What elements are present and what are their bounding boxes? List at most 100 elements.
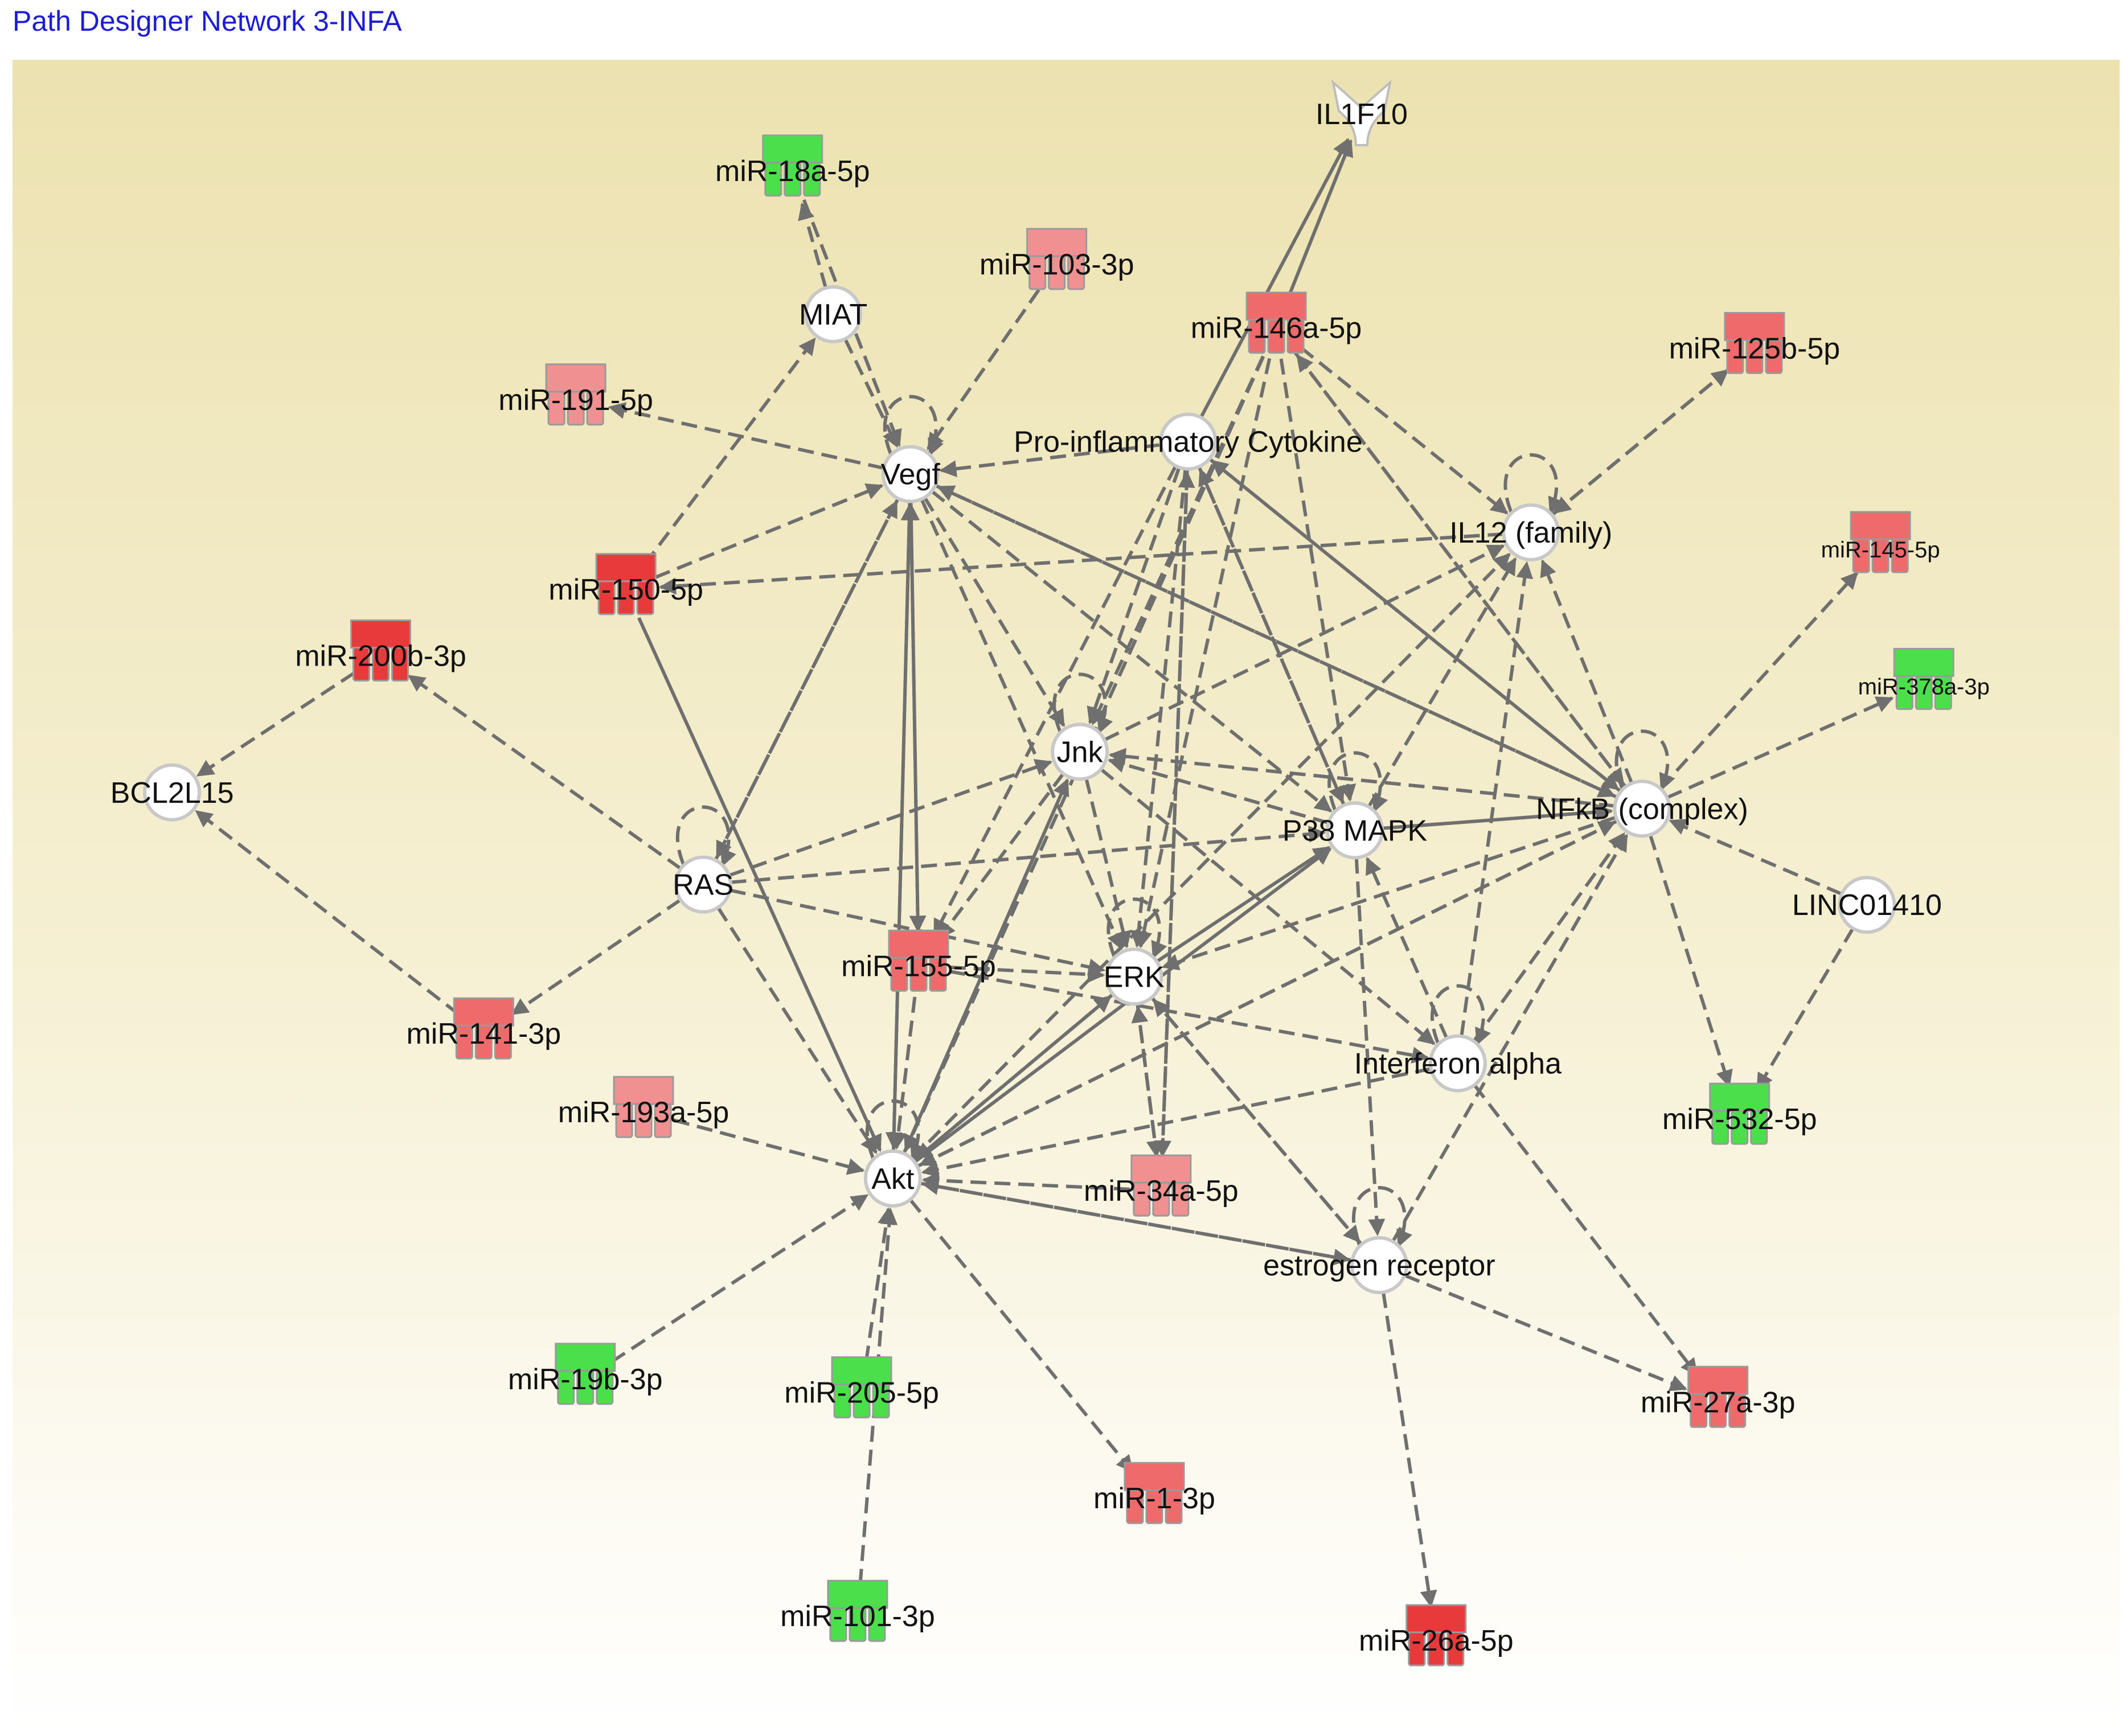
node-il1f10[interactable]: IL1F10 <box>1315 79 1408 146</box>
mirna-node-strand <box>654 1103 672 1138</box>
node-mir-19b-3p[interactable]: miR-19b-3p <box>508 1343 663 1405</box>
node-label: miR-191-5p <box>498 384 653 417</box>
edge-74 <box>915 992 1114 1160</box>
edge-69 <box>913 847 1332 1164</box>
edge-80 <box>949 966 1105 983</box>
mirna-node-strand <box>586 391 604 426</box>
node-p38-mapk[interactable]: P38 MAPK <box>1282 801 1428 860</box>
edge-3 <box>927 289 1040 450</box>
node-label: miR-150-5p <box>548 573 703 606</box>
mirna-node-strand <box>557 1370 575 1405</box>
mirna-node-strand <box>1726 339 1744 374</box>
edge-6 <box>654 483 884 580</box>
node-mir-1-3p[interactable]: miR-1-3p <box>1093 1462 1215 1524</box>
node-jnk[interactable]: Jnk <box>1051 723 1109 781</box>
node-label: P38 MAPK <box>1282 814 1428 847</box>
mirna-node-head <box>1124 1462 1185 1491</box>
node-label: IL1F10 <box>1315 98 1408 131</box>
mirna-node-strand <box>764 162 782 197</box>
mirna-node-strand <box>1267 319 1285 354</box>
mirna-node-strand <box>1048 255 1066 290</box>
node-mir-27a-3p[interactable]: miR-27a-3p <box>1641 1365 1796 1428</box>
mirna-node-head <box>1850 511 1911 540</box>
mirna-node-strand <box>1152 1181 1170 1217</box>
node-miat[interactable]: MIAT <box>799 285 867 343</box>
edge-51 <box>1367 557 1517 808</box>
edge-48 <box>1669 819 1843 896</box>
mirna-node-strand <box>372 646 390 682</box>
node-mir-193a-5p[interactable]: miR-193a-5p <box>558 1076 729 1138</box>
node-mir-155-5p[interactable]: miR-155-5p <box>841 929 996 992</box>
self-loop-1 <box>1503 453 1564 515</box>
node-label: BCL2L15 <box>110 777 234 810</box>
node-label: Jnk <box>1057 736 1104 769</box>
node-label: Pro-inflammatory Cytokine <box>1014 426 1363 459</box>
node-label: estrogen receptor <box>1263 1249 1495 1282</box>
mirna-node-strand <box>1871 538 1890 573</box>
edge-13 <box>1091 355 1265 726</box>
mirna-node-strand <box>1145 1489 1163 1524</box>
edge-28 <box>892 503 918 1151</box>
mirna-node-strand <box>803 162 821 197</box>
edge-44 <box>1108 748 1616 808</box>
node-mir-26a-5p[interactable]: miR-26a-5p <box>1359 1604 1514 1667</box>
node-mir-101-3p[interactable]: miR-101-3p <box>780 1579 935 1642</box>
mirna-node-strand <box>853 1384 871 1419</box>
edge-76 <box>1472 832 1626 1043</box>
node-label: miR-155-5p <box>841 950 996 983</box>
mirna-node-strand <box>1765 339 1783 374</box>
node-label: LINC01410 <box>1792 889 1942 922</box>
edge-45 <box>1161 815 1617 971</box>
edge-18 <box>1553 367 1732 514</box>
mirna-node-strand <box>567 391 585 426</box>
mirna-node-head <box>453 997 514 1027</box>
node-estrogen-receptor[interactable]: estrogen receptor <box>1263 1236 1495 1295</box>
node-mir-378a-3p[interactable]: miR-378a-3p <box>1858 647 1990 710</box>
edge-14 <box>1135 358 1272 949</box>
node-vegf[interactable]: Vegf <box>881 445 941 503</box>
node-label: miR-19b-3p <box>508 1363 663 1396</box>
node-bcl2l15[interactable]: BCL2L15 <box>110 763 234 822</box>
node-mir-205-5p[interactable]: miR-205-5p <box>784 1356 939 1419</box>
mirna-node-strand <box>1711 1110 1729 1145</box>
node-erk[interactable]: ERK <box>1104 947 1165 1006</box>
edge-70 <box>911 553 1511 1160</box>
mirna-node-strand <box>849 1607 867 1642</box>
node-label: miR-18a-5p <box>715 155 870 188</box>
edge-64 <box>1197 466 1345 804</box>
edge-86 <box>1152 999 1363 1246</box>
node-label: miR-146a-5p <box>1191 312 1362 345</box>
mirna-node-strand <box>829 1607 847 1642</box>
circle-node-shape <box>1613 779 1671 838</box>
mirna-node-strand <box>1165 1489 1183 1524</box>
mirna-node-strand <box>1728 1393 1747 1428</box>
mirna-node-strand <box>353 646 371 682</box>
node-mir-125b-5p[interactable]: miR-125b-5p <box>1669 311 1841 374</box>
node-mir-532-5p[interactable]: miR-532-5p <box>1662 1082 1817 1145</box>
edge-37 <box>729 888 1106 976</box>
node-interferon-alpha[interactable]: Interferon alpha <box>1354 1034 1561 1093</box>
node-mir-150-5p[interactable]: miR-150-5p <box>548 553 703 615</box>
node-label: miR-532-5p <box>1662 1103 1817 1136</box>
edge-8 <box>1199 138 1350 418</box>
edge-91 <box>1382 1292 1437 1608</box>
node-akt[interactable]: Akt <box>863 1149 922 1208</box>
node-pro-inflammatory-cytokine[interactable]: Pro-inflammatory Cytokine <box>1014 412 1363 471</box>
node-mir-146a-5p[interactable]: miR-146a-5p <box>1191 292 1362 354</box>
node-mir-34a-5p[interactable]: miR-34a-5p <box>1084 1154 1239 1217</box>
node-nfkb-complex-[interactable]: NFkB (complex) <box>1536 779 1748 838</box>
node-linc01410[interactable]: LINC01410 <box>1792 876 1942 934</box>
node-mir-141-3p[interactable]: miR-141-3p <box>406 997 561 1060</box>
node-mir-103-3p[interactable]: miR-103-3p <box>979 228 1134 290</box>
node-mir-18a-5p[interactable]: miR-18a-5p <box>715 134 870 197</box>
node-mir-191-5p[interactable]: miR-191-5p <box>498 363 653 426</box>
node-mir-145-5p[interactable]: miR-145-5p <box>1821 511 1940 573</box>
circle-node-shape <box>881 445 940 503</box>
node-ras[interactable]: RAS <box>673 855 733 914</box>
node-mir-200b-3p[interactable]: miR-200b-3p <box>295 619 466 682</box>
mirna-node-strand <box>890 957 908 992</box>
edge-19 <box>659 532 1504 595</box>
node-il12-family-[interactable]: IL12 (family) <box>1449 503 1612 561</box>
mirna-node-head <box>595 553 657 582</box>
